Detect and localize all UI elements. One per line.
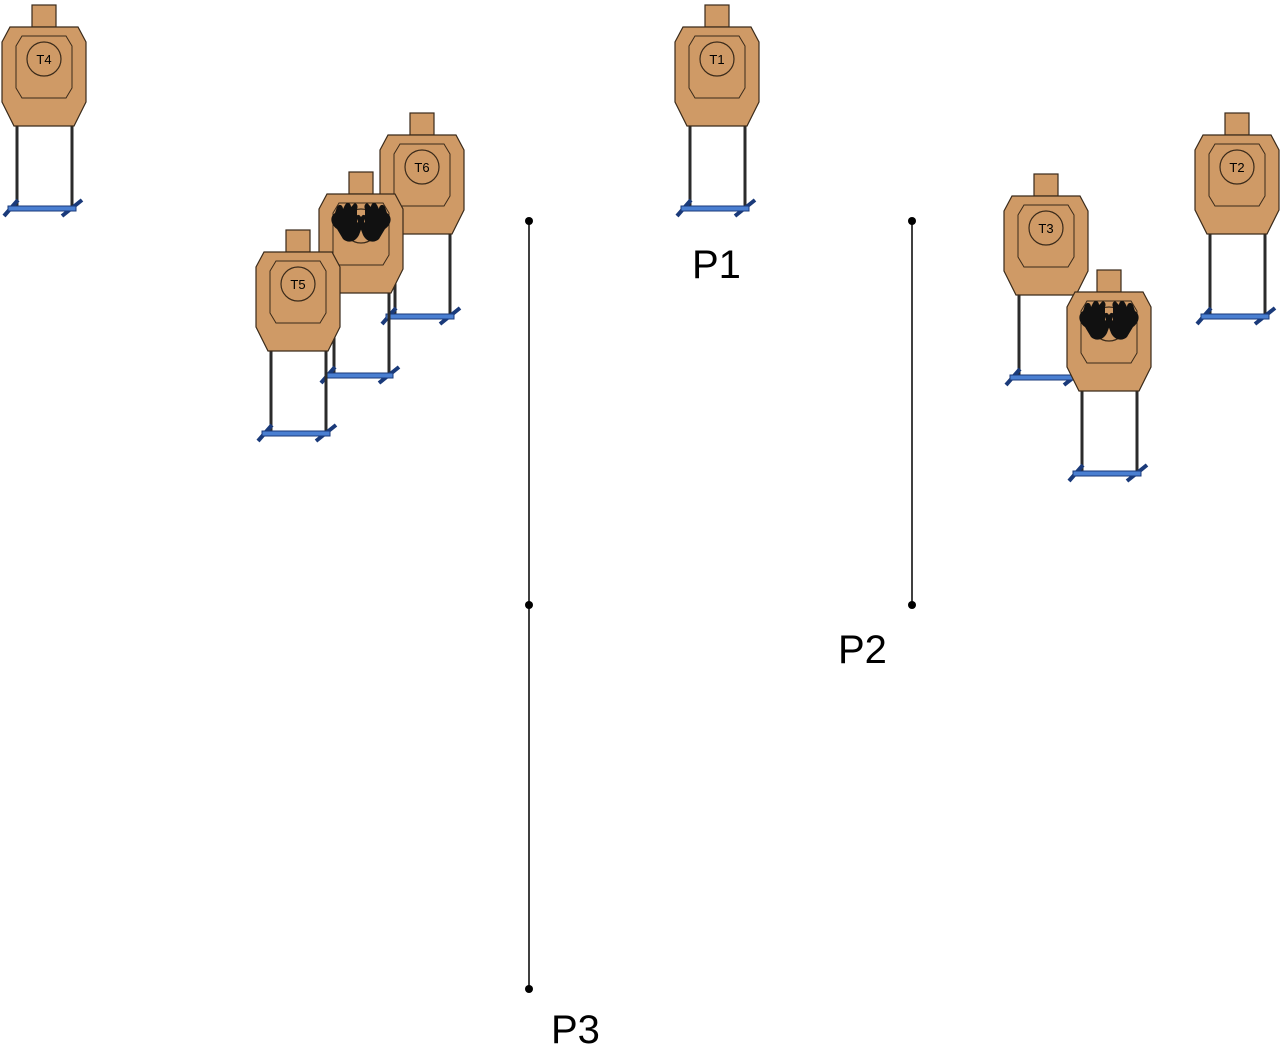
target-t1: T1 <box>673 3 761 218</box>
position-dot <box>525 985 533 993</box>
position-label-p2: P2 <box>838 628 887 672</box>
target-label: T6 <box>414 160 429 175</box>
position-dot <box>525 601 533 609</box>
target-t2: T2 <box>1193 111 1281 326</box>
position-label-p3: P3 <box>551 1008 600 1046</box>
position-dot <box>908 601 916 609</box>
target-label: T2 <box>1229 160 1244 175</box>
target-label: T1 <box>709 52 724 67</box>
target-label: T5 <box>290 277 305 292</box>
position-lines <box>525 217 916 993</box>
no-shoot-target <box>1065 268 1153 483</box>
target-t3: T3 <box>1002 172 1090 387</box>
target-label: T4 <box>36 52 51 67</box>
position-dot <box>525 217 533 225</box>
position-label-p1: P1 <box>692 243 741 287</box>
position-dot <box>908 217 916 225</box>
target-label: T3 <box>1038 221 1053 236</box>
target-t4: T4 <box>0 3 88 218</box>
target-t6: T6 <box>378 111 466 326</box>
target-t5: T5 <box>254 228 342 443</box>
